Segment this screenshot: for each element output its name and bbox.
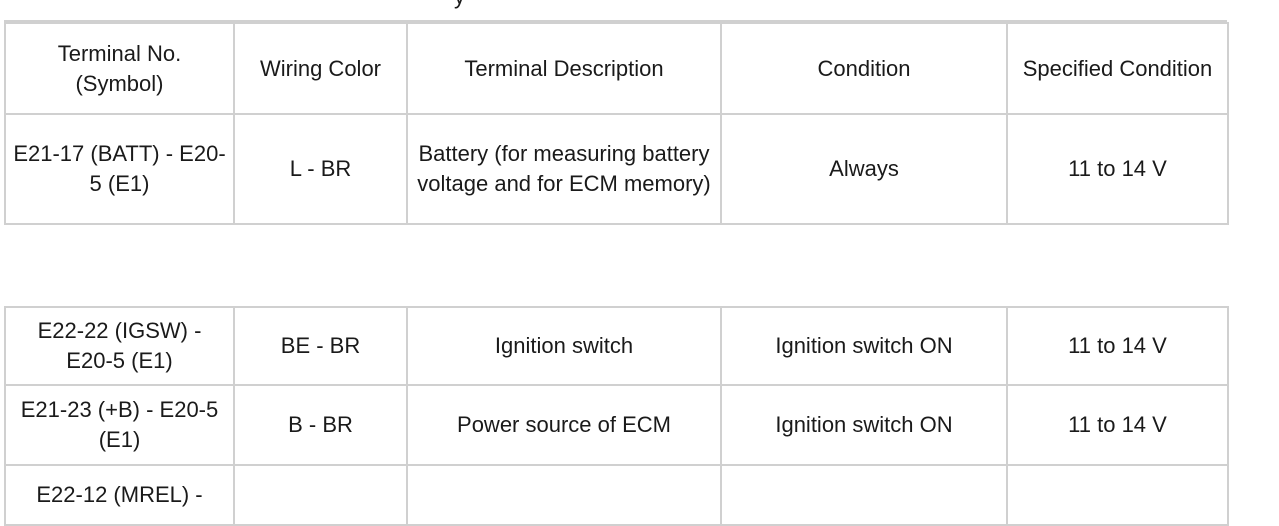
cell-wiring-color: L - BR (233, 113, 408, 225)
gap-cell (5, 223, 1228, 308)
header-condition: Condition (720, 22, 1008, 115)
cell-terminal: E22-22 (IGSW) - E20-5 (E1) (4, 306, 235, 386)
cell-terminal: E21-17 (BATT) - E20-5 (E1) (4, 113, 235, 225)
cell-terminal: E21-23 (+B) - E20-5 (E1) (4, 384, 235, 466)
cell-condition: Ignition switch ON (720, 306, 1008, 386)
cell-description: Battery (for measuring battery voltage a… (406, 113, 722, 225)
cell-condition: Always (720, 113, 1008, 225)
table-row: E22-12 (MREL) - (4, 464, 1229, 526)
header-terminal-description: Terminal Description (406, 22, 722, 115)
cell-specified: 11 to 14 V (1006, 113, 1229, 225)
cell-specified: 11 to 14 V (1006, 384, 1229, 466)
table-row: E22-22 (IGSW) - E20-5 (E1) BE - BR Ignit… (4, 306, 1229, 386)
cell-wiring-color (233, 464, 408, 526)
cropped-heading-fragment: y (454, 0, 465, 8)
header-terminal-no: Terminal No. (Symbol) (4, 22, 235, 115)
terminal-table: Terminal No. (Symbol) Wiring Color Termi… (4, 22, 1229, 526)
cell-condition (720, 464, 1008, 526)
table-row: E21-23 (+B) - E20-5 (E1) B - BR Power so… (4, 384, 1229, 466)
header-wiring-color: Wiring Color (233, 22, 408, 115)
cell-terminal: E22-12 (MREL) - (4, 464, 235, 526)
cell-specified (1006, 464, 1229, 526)
cell-specified: 11 to 14 V (1006, 306, 1229, 386)
table-top-rule (4, 20, 1227, 23)
cell-description: Ignition switch (406, 306, 722, 386)
table-gap-row (5, 223, 1228, 308)
cell-condition: Ignition switch ON (720, 384, 1008, 466)
cell-description: Power source of ECM (406, 384, 722, 466)
cell-wiring-color: B - BR (233, 384, 408, 466)
table-row: E21-17 (BATT) - E20-5 (E1) L - BR Batter… (4, 113, 1229, 225)
cell-description (406, 464, 722, 526)
header-specified-condition: Specified Condition (1006, 22, 1229, 115)
table-header-row: Terminal No. (Symbol) Wiring Color Termi… (4, 22, 1229, 115)
cell-wiring-color: BE - BR (233, 306, 408, 386)
